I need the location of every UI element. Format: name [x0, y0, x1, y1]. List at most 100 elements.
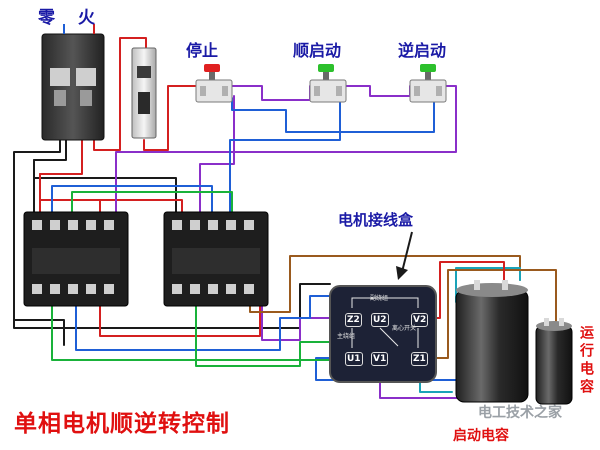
push-button-icon [409, 64, 447, 103]
breaker-window [50, 68, 70, 86]
wire-green [195, 299, 341, 367]
start-capacitor-lead [474, 280, 480, 290]
wire-blue [229, 97, 341, 223]
wire-purple [199, 95, 235, 223]
main-winding-note: 主绕组 [337, 333, 356, 340]
forward-button-stem [323, 72, 329, 80]
fuse-toggle [138, 92, 150, 114]
wire-black [13, 139, 65, 346]
wire-blue [75, 295, 341, 351]
contactor-terminal [208, 220, 218, 230]
wire-purple [231, 85, 311, 101]
fuse-icon [131, 47, 157, 139]
stop-button-contact [222, 86, 228, 96]
run-capacitor-lead [559, 318, 564, 326]
watermark: 电工技术之家 [478, 405, 562, 421]
start-capacitor-top [456, 283, 528, 297]
junction-box-label: 电机接线盒 [338, 211, 414, 229]
contactor-terminal [226, 220, 236, 230]
junction-box-winding [351, 297, 419, 308]
contactor-terminal [172, 220, 182, 230]
wires [13, 37, 557, 399]
breaker-body [41, 33, 105, 141]
contactor-terminal [104, 220, 114, 230]
terminal-v1: V1 [371, 352, 389, 366]
start-capacitor-body [455, 289, 529, 403]
wire-green [71, 191, 233, 223]
wire-brown [429, 269, 557, 359]
breaker-window [76, 68, 96, 86]
contactor-terminal [244, 220, 254, 230]
diagram-title: 单相电机顺逆转控制 [14, 411, 230, 437]
capacitor-icon [455, 280, 529, 403]
neutral-label: 零 [38, 8, 55, 28]
reverse-button-body [409, 79, 447, 103]
forward-button-contact [336, 86, 342, 96]
wire-purple [261, 303, 341, 341]
contactor-terminal [226, 284, 236, 294]
reverse-start-label: 逆启动 [398, 41, 447, 60]
reverse-button-cap [420, 64, 436, 72]
contactor-terminal [104, 284, 114, 294]
terminal-v2: V2 [411, 313, 429, 327]
contactor-face [172, 248, 260, 274]
terminal-u2: U2 [371, 313, 389, 327]
contactor-terminal [190, 284, 200, 294]
arrow-head [396, 266, 408, 280]
wire-red [93, 37, 147, 151]
push-button-icon [195, 64, 233, 103]
stop-button-label: 停止 [186, 41, 219, 60]
contactor-terminal [50, 284, 60, 294]
breaker-toggle [80, 90, 92, 106]
contactor-terminal [86, 220, 96, 230]
contactor-terminal [172, 284, 182, 294]
stop-button-body [195, 79, 233, 103]
start-capacitor-lead [502, 280, 508, 290]
run-capacitor-lead [544, 318, 549, 326]
terminal-z1: Z1 [411, 352, 428, 366]
stop-button-cap [204, 64, 220, 72]
contactor-terminal [244, 284, 254, 294]
run-capacitor-label: 运行电容 [578, 325, 594, 397]
wire-red [39, 173, 101, 223]
forward-button-contact [314, 86, 320, 96]
wire-brown [249, 255, 521, 313]
wire-red [99, 299, 261, 337]
forward-button-cap [318, 64, 334, 72]
wire-blue [231, 97, 435, 133]
contactor-terminal [32, 220, 42, 230]
reverse-button-stem [425, 72, 431, 80]
wire-cyan [455, 267, 521, 303]
breaker-icon [41, 24, 105, 141]
run-capacitor-body [535, 325, 573, 405]
terminal-z2: Z2 [345, 313, 362, 327]
wire-purple [339, 85, 411, 97]
live-label: 火 [78, 8, 95, 28]
junction-box-winding [379, 327, 399, 347]
capacitor-icon [535, 318, 573, 405]
contactor-terminal [68, 284, 78, 294]
wire-black [33, 139, 67, 223]
aux-winding-note: 副绕组 [370, 295, 389, 302]
contactor-terminal [50, 220, 60, 230]
reverse-button-contact [436, 86, 442, 96]
breaker-toggle [54, 90, 66, 106]
centrifugal-switch-note: 离心开关 [392, 325, 417, 332]
reverse-button-contact [414, 86, 420, 96]
contactor-terminal [190, 220, 200, 230]
terminal-u1: U1 [345, 352, 363, 366]
start-capacitor-label: 启动电容 [453, 428, 509, 444]
contactor-terminal [86, 284, 96, 294]
stop-button-stem [209, 72, 215, 80]
contactor-terminal [32, 284, 42, 294]
wire-purple [115, 85, 457, 223]
arrow-shaft [401, 231, 413, 273]
contactor-face [32, 248, 120, 274]
contactor-terminal [68, 220, 78, 230]
wire-green [51, 299, 341, 361]
wire-red [143, 85, 197, 151]
arrow-icon [396, 231, 413, 280]
forward-button-body [309, 79, 347, 103]
run-capacitor-top [536, 321, 572, 331]
